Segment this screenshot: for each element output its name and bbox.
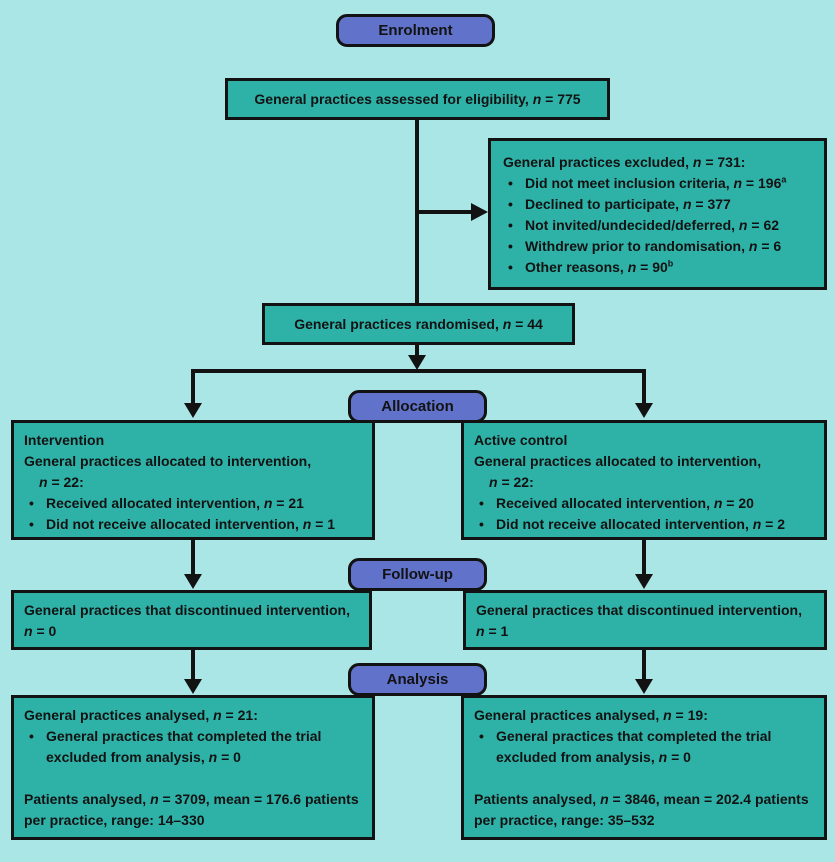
- excluded-bullet-text: Withdrew prior to randomisation, n = 6: [525, 238, 782, 254]
- bullet-icon: •: [508, 259, 513, 275]
- analysis-right-header: General practices analysed, n = 19:: [474, 707, 708, 723]
- arrowhead-followup-right: [635, 574, 653, 589]
- intervention-bullet: • Did not receive allocated intervention…: [24, 514, 362, 535]
- split-drop-right: [642, 369, 646, 403]
- arrowhead-followup-left: [184, 574, 202, 589]
- bullet-icon: •: [479, 495, 484, 511]
- analysis-right-bullet-text: General practices that completed the tri…: [496, 728, 772, 765]
- excluded-bullet: • Other reasons, n = 90b: [503, 257, 812, 278]
- stage-label-followup: Follow-up: [348, 558, 487, 591]
- analysis-left-bullet-text: General practices that completed the tri…: [46, 728, 322, 765]
- box-followup-right: General practices that discontinued inte…: [463, 590, 827, 650]
- randomised-text: General practices randomised, n = 44: [294, 315, 543, 332]
- connector-active-to-followup: [642, 538, 646, 576]
- bullet-icon: •: [29, 495, 34, 511]
- excluded-bullet: • Did not meet inclusion criteria, n = 1…: [503, 173, 812, 194]
- bullet-icon: •: [508, 196, 513, 212]
- blank-line: [474, 768, 814, 789]
- box-excluded: General practices excluded, n = 731: • D…: [488, 138, 827, 290]
- connector-randomised-to-split: [415, 344, 419, 357]
- split-line: [191, 369, 646, 373]
- active-control-bullet-text: Did not receive allocated intervention, …: [496, 516, 786, 532]
- excluded-bullet-text: Other reasons, n = 90b: [525, 258, 674, 275]
- connector-followup-to-analysis-right: [642, 648, 646, 681]
- excluded-bullet: • Not invited/undecided/deferred, n = 62: [503, 215, 812, 236]
- active-control-bullet-text: Received allocated intervention, n = 20: [496, 495, 754, 511]
- excluded-bullet: • Withdrew prior to randomisation, n = 6: [503, 236, 812, 257]
- analysis-left-patients: Patients analysed, n = 3709, mean = 176.…: [24, 791, 359, 828]
- eligibility-text: General practices assessed for eligibili…: [254, 90, 581, 107]
- bullet-icon: •: [479, 728, 484, 744]
- active-control-line1: General practices allocated to intervent…: [474, 453, 762, 469]
- box-analysis-left: General practices analysed, n = 21: • Ge…: [11, 695, 375, 840]
- stage-label-allocation-text: Allocation: [381, 398, 454, 415]
- analysis-right-patients: Patients analysed, n = 3846, mean = 202.…: [474, 791, 809, 828]
- stage-label-analysis-text: Analysis: [386, 671, 449, 688]
- active-control-line2: n = 22:: [489, 474, 534, 490]
- stage-label-analysis: Analysis: [348, 663, 487, 696]
- box-intervention: Intervention General practices allocated…: [11, 420, 375, 540]
- intervention-title: Intervention: [24, 432, 105, 448]
- arrowhead-analysis-right: [635, 679, 653, 694]
- active-control-bullet: • Received allocated intervention, n = 2…: [474, 493, 814, 514]
- box-followup-left: General practices that discontinued inte…: [11, 590, 372, 650]
- intervention-bullet: • Received allocated intervention, n = 2…: [24, 493, 362, 514]
- stage-label-enrolment-text: Enrolment: [378, 22, 453, 39]
- intervention-bullet-text: Did not receive allocated intervention, …: [46, 516, 336, 532]
- excluded-header: General practices excluded, n = 731:: [503, 154, 746, 170]
- intervention-bullet-text: Received allocated intervention, n = 21: [46, 495, 304, 511]
- connector-followup-to-analysis-left: [191, 648, 195, 681]
- analysis-left-header: General practices analysed, n = 21:: [24, 707, 258, 723]
- analysis-left-bullet: • General practices that completed the t…: [24, 726, 362, 768]
- connector-intervention-to-followup: [191, 538, 195, 576]
- blank-line: [24, 768, 362, 789]
- stage-label-enrolment: Enrolment: [336, 14, 495, 47]
- box-randomised: General practices randomised, n = 44: [262, 303, 575, 345]
- followup-right-text: General practices that discontinued inte…: [476, 602, 802, 639]
- intervention-line2: n = 22:: [39, 474, 84, 490]
- arrowhead-excluded: [471, 203, 488, 221]
- box-eligibility: General practices assessed for eligibili…: [225, 78, 610, 120]
- bullet-icon: •: [29, 516, 34, 532]
- intervention-line1: General practices allocated to intervent…: [24, 453, 312, 469]
- excluded-bullet-text: Declined to participate, n = 377: [525, 196, 731, 212]
- followup-left-text: General practices that discontinued inte…: [24, 602, 350, 639]
- connector-branch-to-excluded: [417, 210, 472, 214]
- bullet-icon: •: [508, 238, 513, 254]
- excluded-bullet-text: Not invited/undecided/deferred, n = 62: [525, 217, 780, 233]
- split-drop-left: [191, 369, 195, 403]
- excluded-bullet-text: Did not meet inclusion criteria, n = 196…: [525, 174, 787, 191]
- bullet-icon: •: [29, 728, 34, 744]
- stage-label-followup-text: Follow-up: [382, 566, 453, 583]
- stage-label-allocation: Allocation: [348, 390, 487, 423]
- active-control-title: Active control: [474, 432, 568, 448]
- analysis-right-bullet: • General practices that completed the t…: [474, 726, 814, 768]
- arrowhead-intervention: [184, 403, 202, 418]
- box-analysis-right: General practices analysed, n = 19: • Ge…: [461, 695, 827, 840]
- arrowhead-split: [408, 355, 426, 370]
- bullet-icon: •: [508, 217, 513, 233]
- bullet-icon: •: [479, 516, 484, 532]
- box-active-control: Active control General practices allocat…: [461, 420, 827, 540]
- active-control-bullet: • Did not receive allocated intervention…: [474, 514, 814, 535]
- bullet-icon: •: [508, 175, 513, 191]
- arrowhead-analysis-left: [184, 679, 202, 694]
- excluded-bullet: • Declined to participate, n = 377: [503, 194, 812, 215]
- arrowhead-active-control: [635, 403, 653, 418]
